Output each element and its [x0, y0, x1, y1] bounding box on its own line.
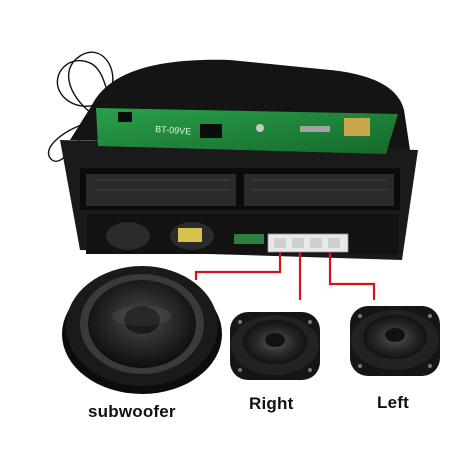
left-label: Left: [377, 393, 409, 412]
subwoofer-speaker: [62, 266, 222, 394]
right-speaker: [230, 312, 320, 380]
pcb-marking: BT-09VE: [155, 124, 192, 136]
right-label: Right: [249, 394, 294, 413]
left-speaker: [350, 306, 440, 376]
speaker-terminal-block: [267, 233, 349, 253]
subwoofer-label: subwoofer: [88, 402, 176, 421]
amplifier-chassis: BT-09VE: [60, 59, 418, 260]
speaker-wires: [194, 252, 376, 300]
pcb-board: [96, 108, 398, 154]
